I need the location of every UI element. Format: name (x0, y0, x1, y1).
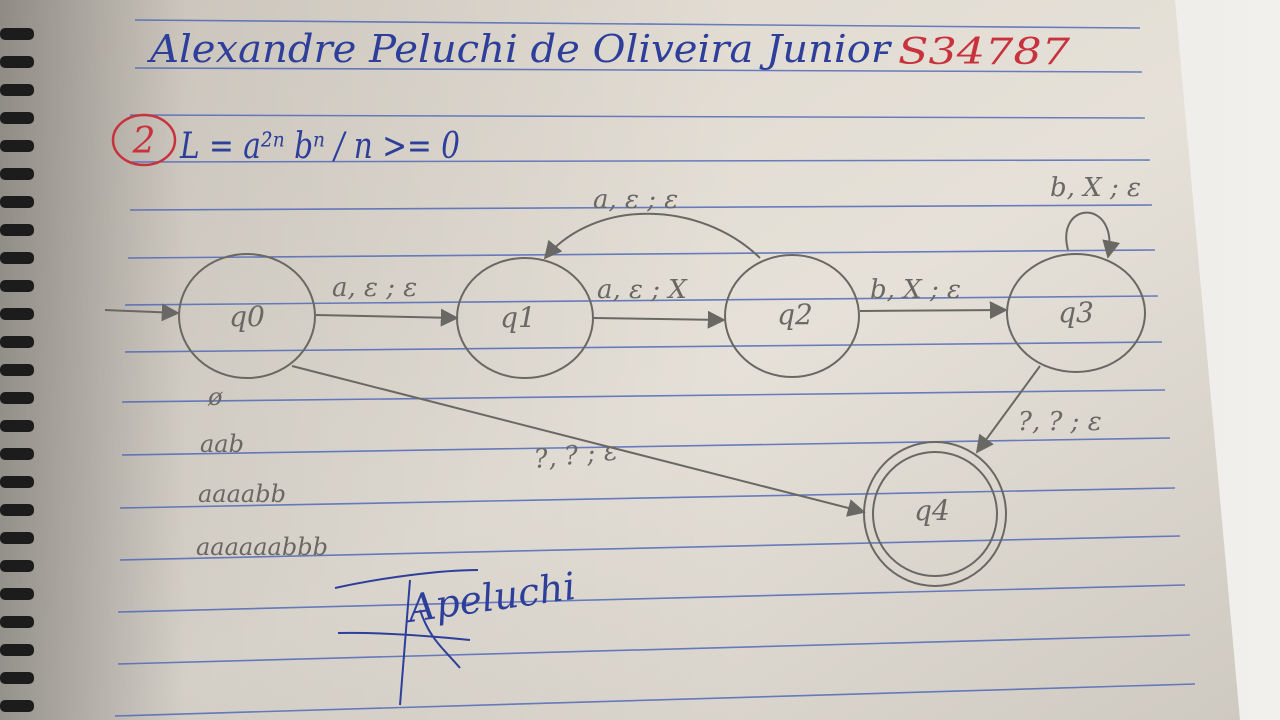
state-q4-outer (863, 441, 1007, 587)
state-label-q1: q1 (500, 301, 536, 334)
state-label-q0: q0 (229, 300, 265, 333)
exercise-number-circle (111, 113, 177, 167)
edge-q0-q4 (291, 365, 866, 517)
transition-label-q2-q3: b, X ; ε (870, 275, 961, 305)
state-q0 (178, 253, 316, 379)
edge-q2-q3 (859, 301, 1008, 320)
state-q2 (724, 254, 860, 378)
language-definition: L = a²ⁿ bⁿ / n >= 0 (179, 126, 460, 167)
author-name: Alexandre Peluchi de Oliveira Junior (147, 27, 893, 71)
example-string-2: aab (200, 430, 244, 458)
header-separator: - (878, 31, 890, 71)
spiral-binding (0, 28, 34, 712)
state-label-q2: q2 (777, 298, 813, 331)
state-q4-inner (872, 451, 998, 577)
ruled-lines (114, 19, 1196, 717)
state-q3 (1006, 253, 1146, 373)
exercise-number: 2 (132, 121, 156, 162)
edge-q1-q2 (593, 310, 726, 329)
transition-label-q1-q2: a, ε ; X (597, 275, 688, 305)
example-string-1: ø (207, 383, 223, 411)
example-string-4: aaaaaabbb (196, 533, 328, 561)
transition-label-q2-q1: a, ε ; ε (593, 185, 678, 215)
example-string-3: aaaabb (198, 480, 286, 508)
transition-label-q3-loop: b, X ; ε (1050, 173, 1141, 203)
state-label-q3: q3 (1058, 296, 1094, 329)
transition-label-q3-q4: ?, ? ; ε (1018, 407, 1102, 437)
student-id: S34787 (898, 32, 1070, 73)
state-label-q4: q4 (914, 494, 950, 527)
state-q1 (456, 257, 594, 379)
edge-q3-loop (1065, 211, 1121, 259)
automaton-diagram (104, 211, 1146, 587)
edge-q2-q1 (543, 212, 761, 260)
start-arrow (104, 303, 180, 322)
edge-q3-q4 (975, 365, 1041, 454)
edge-q0-q1 (315, 308, 459, 327)
transition-label-q0-q1: a, ε ; ε (332, 273, 417, 303)
